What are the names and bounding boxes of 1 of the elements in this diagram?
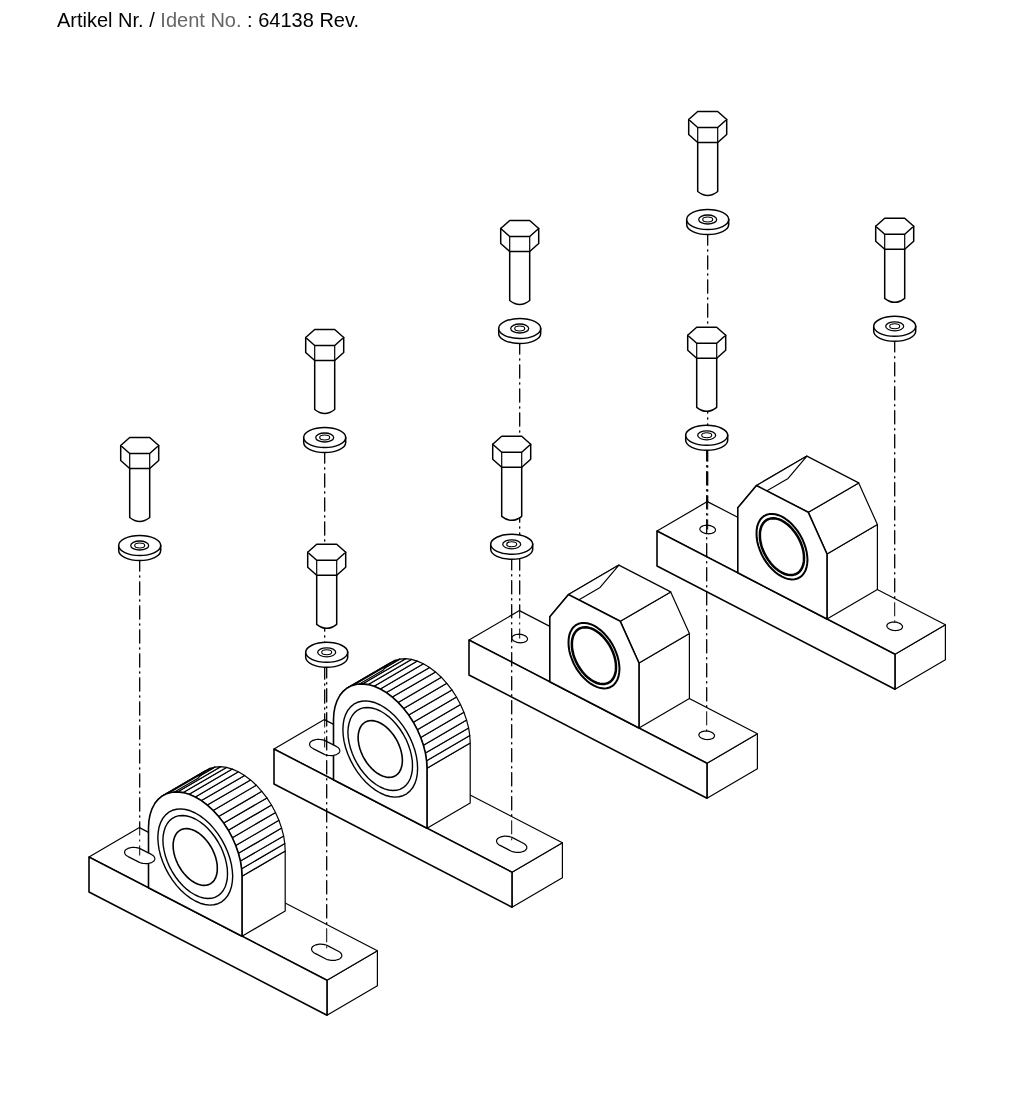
- header-text: Artikel Nr. / Ident No. : 64138 Rev.: [57, 9, 360, 32]
